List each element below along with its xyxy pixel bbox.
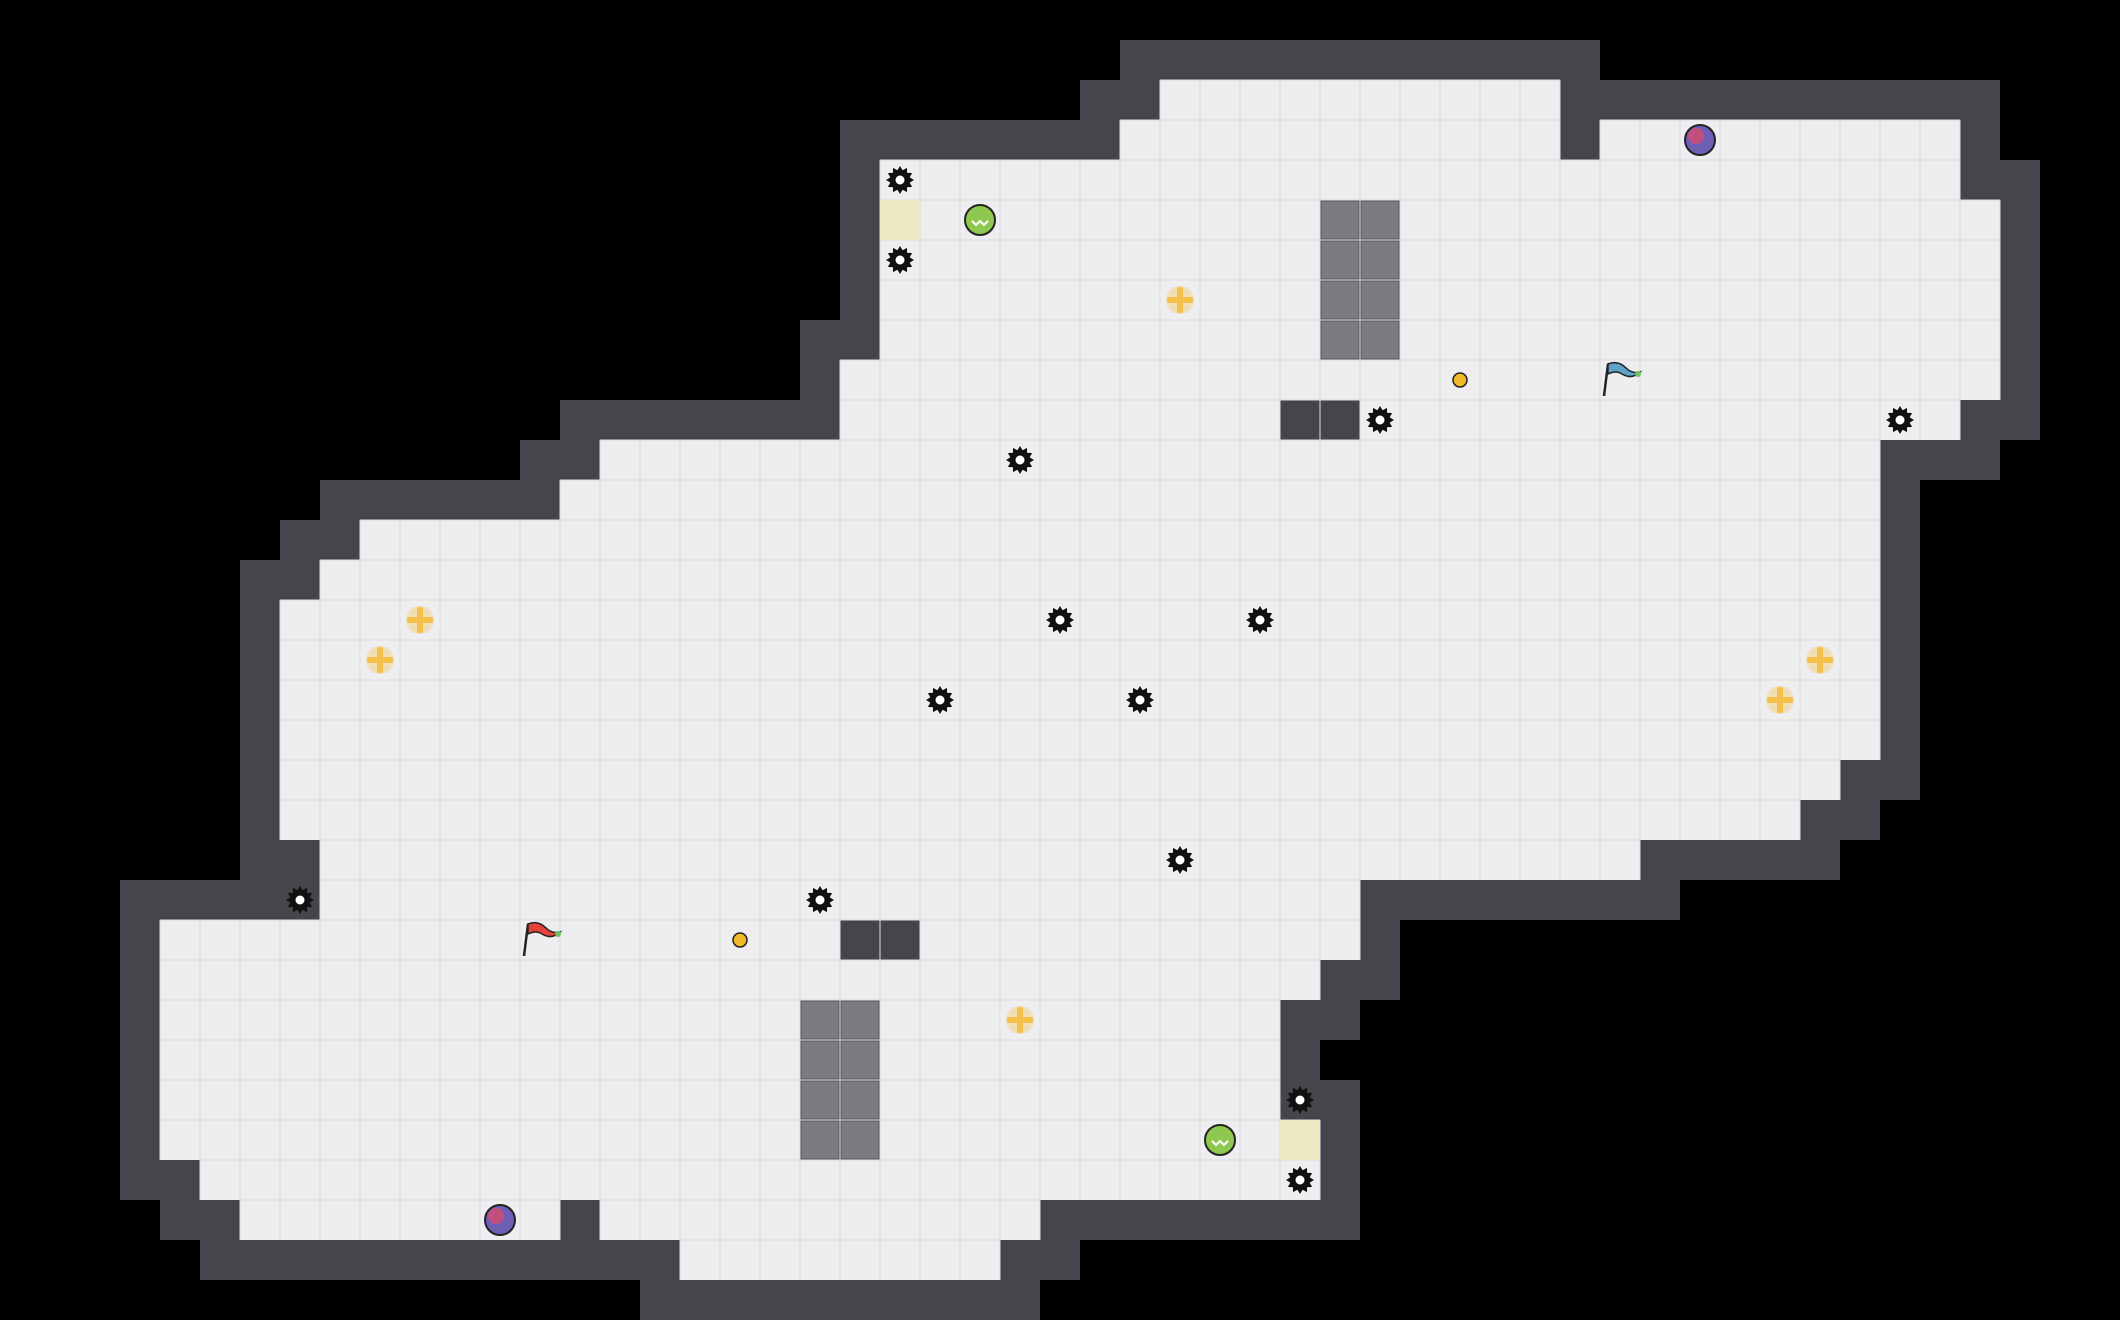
plus-pickup-icon [1766, 686, 1794, 714]
spike-icon [886, 166, 914, 194]
spike-icon [926, 686, 954, 714]
green-orb-icon [964, 204, 996, 236]
spike-icon [886, 246, 914, 274]
plus-pickup-icon [406, 606, 434, 634]
grate-tile [840, 1120, 880, 1160]
plus-pickup-icon [366, 646, 394, 674]
spike-icon [1886, 406, 1914, 434]
object-layer [286, 124, 1914, 1236]
floor-strip [880, 160, 1960, 200]
grate-tile [840, 1000, 880, 1040]
spike-icon [286, 886, 314, 914]
grate-tile [840, 1040, 880, 1080]
floor-strip [560, 480, 1880, 520]
pressure-pad [1280, 1120, 1320, 1160]
grid-layer [159, 79, 2001, 1280]
grate-tile [800, 1080, 840, 1120]
pink-orb-icon [1684, 124, 1716, 156]
floor-strip [600, 1200, 1040, 1240]
grate-tile [800, 1120, 840, 1160]
floor-strip [280, 760, 1840, 800]
spike-icon [1006, 446, 1034, 474]
grate-tile [800, 1040, 840, 1080]
spike-icon [806, 886, 834, 914]
spike-icon [1046, 606, 1074, 634]
green-orb-icon [1204, 1124, 1236, 1156]
grate-tile [1360, 320, 1400, 360]
spike-icon [1286, 1166, 1314, 1194]
spike-icon [1366, 406, 1394, 434]
coin-icon [732, 932, 748, 948]
floor-strip [160, 960, 1320, 1000]
red-flag-icon [522, 921, 563, 957]
floor-strip [320, 560, 1880, 600]
pink-orb-icon [484, 1204, 516, 1236]
grate-tile [1320, 240, 1360, 280]
grate-tile [1360, 200, 1400, 240]
floor-strip [160, 1120, 1320, 1160]
spike-icon [1126, 686, 1154, 714]
floor-strip [840, 360, 2000, 400]
grate-tile [840, 1080, 880, 1120]
floor-strip [320, 840, 1640, 880]
blue-flag-icon [1602, 361, 1643, 397]
spike-icon [1166, 846, 1194, 874]
coin-icon [1452, 372, 1468, 388]
grate-tile [1320, 280, 1360, 320]
grate-tile [1360, 280, 1400, 320]
pressure-pad [880, 200, 920, 240]
plus-pickup-icon [1166, 286, 1194, 314]
plus-pickup-icon [1806, 646, 1834, 674]
spike-icon [1246, 606, 1274, 634]
spike-icon [1286, 1086, 1314, 1114]
grate-tile [800, 1000, 840, 1040]
floor-strip [1120, 120, 1560, 160]
grate-tile [1320, 320, 1360, 360]
plus-pickup-icon [1006, 1006, 1034, 1034]
floor-strip [1600, 120, 1960, 160]
grate-tile [1320, 200, 1360, 240]
grate-tile [1360, 240, 1400, 280]
